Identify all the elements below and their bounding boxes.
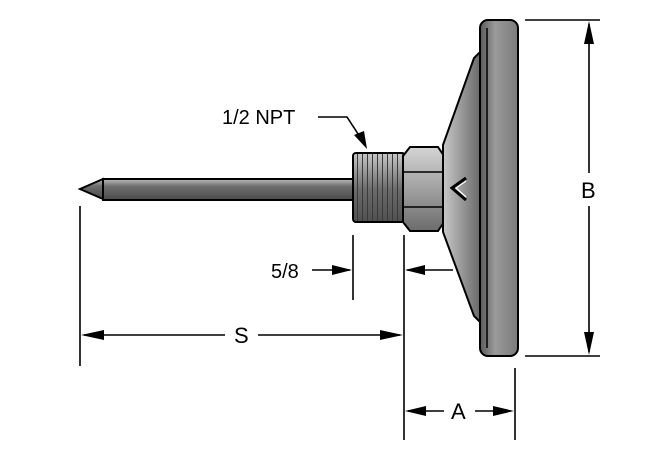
stem-shaft: [102, 178, 356, 201]
threaded-fitting: [352, 152, 406, 223]
case-back-cone: [442, 49, 481, 325]
case-depth-label: A: [451, 399, 466, 424]
thread-size-label: 1/2 NPT: [222, 107, 295, 129]
cone-chevron: [449, 176, 467, 202]
hex-length-label: 5/8: [271, 261, 299, 283]
dimension-labels: 1/2 NPT 5/8 S A B: [222, 107, 596, 424]
dial-rim: [479, 19, 519, 357]
thermometer-body: [77, 19, 519, 357]
stem-length-label: S: [234, 323, 249, 348]
stem-probe: [77, 177, 104, 201]
dimension-lines: [79, 19, 600, 440]
dial-diameter-label: B: [581, 178, 596, 203]
hex-nut: [402, 146, 445, 232]
